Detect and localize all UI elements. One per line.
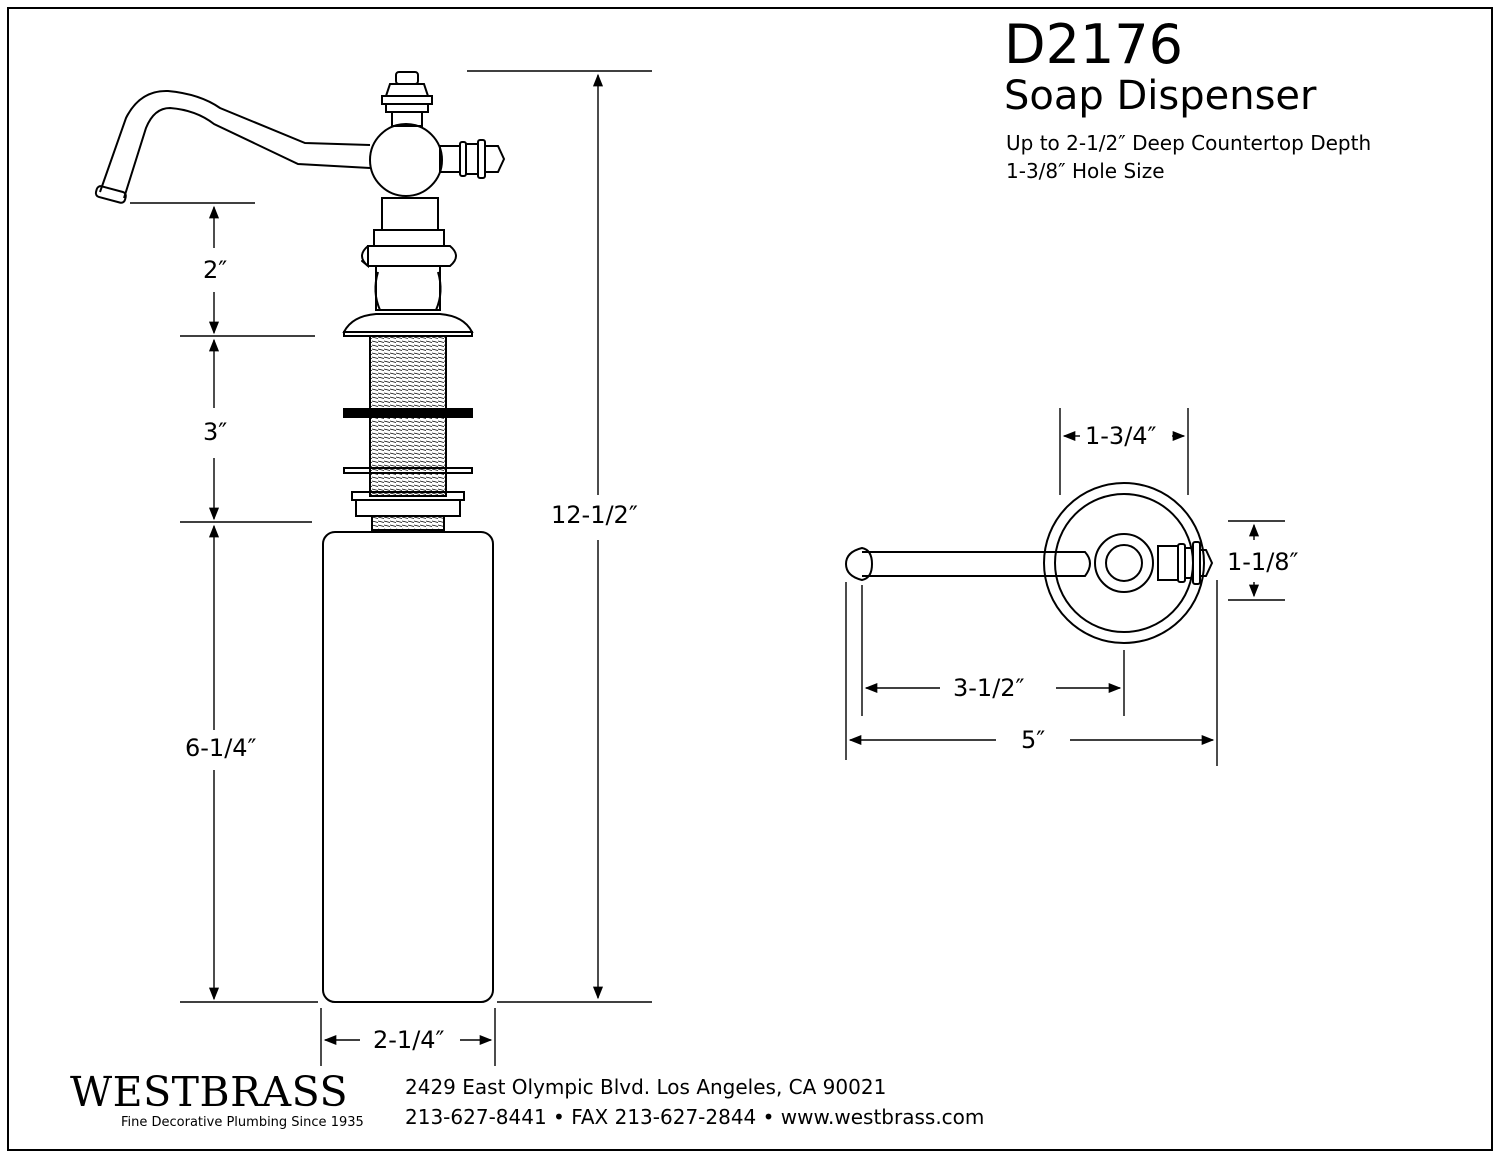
dim-overall-height: 12-1/2″ bbox=[548, 503, 641, 527]
dim-shank-length: 3″ bbox=[200, 420, 231, 444]
side-view-dimensions bbox=[130, 70, 652, 1066]
brand-logo: WESTBRASS bbox=[70, 1068, 349, 1116]
product-name: Soap Dispenser bbox=[1004, 73, 1317, 119]
dim-spout-height: 2″ bbox=[200, 258, 231, 282]
spec-hole-size: 1-3/8″ Hole Size bbox=[1006, 159, 1165, 183]
page-border bbox=[7, 7, 1493, 1151]
brand-tagline: Fine Decorative Plumbing Since 1935 bbox=[121, 1115, 364, 1130]
top-view-dimensions bbox=[845, 408, 1285, 766]
company-contact: 213-627-8441 • FAX 213-627-2844 • www.we… bbox=[405, 1105, 985, 1129]
model-number: D2176 bbox=[1004, 13, 1184, 76]
dim-spout-reach: 3-1/2″ bbox=[950, 676, 1028, 700]
spec-countertop-depth: Up to 2-1/2″ Deep Countertop Depth bbox=[1006, 131, 1372, 155]
top-view-drawing bbox=[844, 482, 1214, 644]
dim-flange-diameter: 1-3/4″ bbox=[1082, 424, 1160, 448]
dim-knob-width: 1-1/8″ bbox=[1224, 550, 1302, 574]
side-view-drawing bbox=[94, 71, 506, 1003]
dim-bottle-width: 2-1/4″ bbox=[370, 1028, 448, 1052]
dim-bottle-height: 6-1/4″ bbox=[182, 736, 260, 760]
dim-overall-length: 5″ bbox=[1018, 728, 1049, 752]
company-address: 2429 East Olympic Blvd. Los Angeles, CA … bbox=[405, 1075, 887, 1099]
